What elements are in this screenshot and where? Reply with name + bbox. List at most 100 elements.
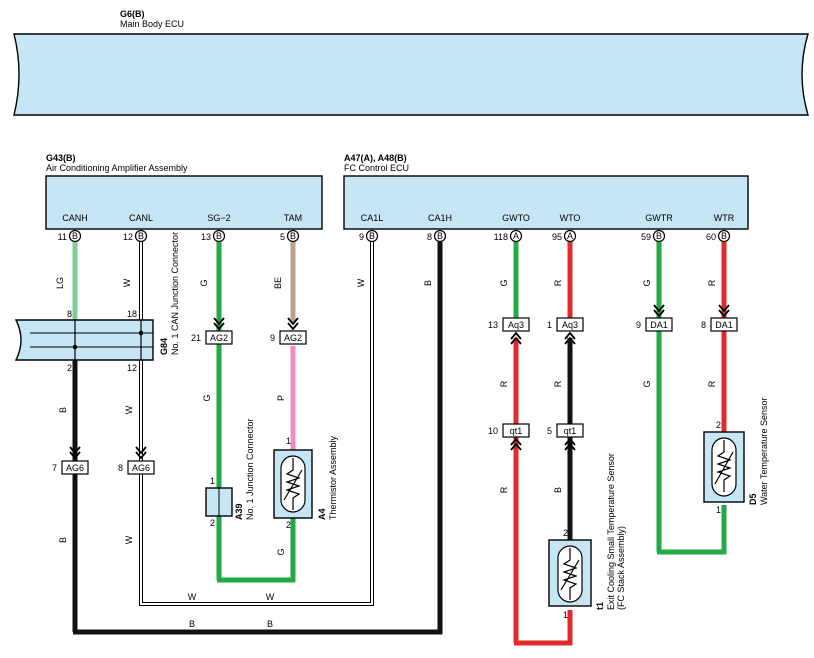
pin-circle-ca1h (433, 229, 447, 243)
wc-gwto-g: G (499, 279, 509, 286)
t1-name: Exit Cooling Small Temperature Sensor (606, 453, 616, 610)
a4-pin-top: 1 (286, 436, 291, 446)
ag6-right-box (127, 460, 155, 475)
ac-amp-terminals: CANH CANL SG−2 TAM 11 B 12 B 13 B 5 B (58, 213, 302, 243)
pin-circle-gwtr (652, 229, 666, 243)
fc-ecu-name: FC Control ECU (344, 163, 409, 173)
main-body-ecu-code: G6(B) (120, 9, 145, 19)
a39-pin-top: 1 (210, 476, 215, 486)
d5-name: Water Temperature Sensor (759, 397, 769, 505)
d5-pin-top: 2 (716, 420, 721, 430)
aq3-left-label: Aq3 (508, 320, 524, 330)
qt1-left-box (502, 423, 530, 438)
da1-left-label: DA1 (650, 320, 668, 330)
pin-circle-wto (563, 229, 577, 243)
a4-name: Thermistor Assembly (328, 435, 338, 520)
terminal-ca1h: CA1H (428, 213, 452, 223)
ac-amp-box (45, 175, 323, 230)
g84-pin-12: 12 (127, 363, 137, 373)
wc-lg: LG (55, 277, 65, 289)
wc-wtr-r-mid: R (707, 380, 717, 387)
a4-component: 1 2 A4 Thermistor Assembly (273, 435, 338, 530)
ag2-right-pin: 9 (270, 333, 275, 343)
wc-bottom-w-2: W (266, 592, 275, 602)
main-body-ecu-box (13, 33, 809, 116)
a39-name: No. 1 Junction Connector (245, 418, 255, 520)
da1-right-pin: 8 (701, 320, 706, 330)
wc-wto-r: R (553, 279, 563, 286)
wc-bottom-b-1: B (189, 619, 195, 629)
g84-junction: 8 18 2 12 G84 No. 1 CAN Junction Connect… (14, 232, 180, 373)
aq3-left-pin: 13 (488, 320, 498, 330)
conn-sg2: B (216, 231, 222, 241)
wc-a4-g: G (276, 548, 286, 555)
t1-name-2: (FC Stack Assembly) (616, 526, 626, 610)
terminal-sg2: SG−2 (207, 213, 230, 223)
inline-connectors: AG2 21 AG2 9 AG6 7 AG6 8 Aq3 13 Aq3 1 DA… (52, 304, 738, 475)
wc-wto-b-low: B (553, 487, 563, 493)
wire-color-labels: LG W G BE W B G R G R B W G P R R G R R … (55, 277, 717, 629)
a4-code: A4 (317, 508, 327, 520)
conn-tam: B (290, 231, 296, 241)
d5-pin-bottom: 1 (716, 505, 721, 515)
pin-circle-canl (134, 229, 148, 243)
da1-left-pin: 9 (636, 320, 641, 330)
t1-pin-bottom: 1 (563, 610, 568, 620)
conn-canh: B (72, 231, 78, 241)
d5-component: 2 1 D5 Water Temperature Sensor (703, 397, 769, 515)
conn-wtr: B (721, 231, 727, 241)
terminal-wto: WTO (560, 213, 581, 223)
conn-ca1l: B (369, 231, 375, 241)
terminal-canh: CANH (62, 213, 88, 223)
ag6-right-label: AG6 (132, 463, 150, 473)
thermistor-icon (283, 458, 303, 510)
ac-amp-name: Air Conditioning Amplifier Assembly (46, 163, 188, 173)
pin-circle-ca1l (365, 229, 379, 243)
pin-circle-canh (68, 229, 82, 243)
sensor-t1-icon (560, 548, 580, 600)
aq3-left-box (502, 317, 530, 332)
terminal-tam: TAM (284, 213, 302, 223)
wc-tam-p: P (276, 395, 286, 401)
pin-canh: 11 (58, 232, 67, 242)
t1-code: t1 (595, 602, 605, 610)
wc-gwtr-g: G (642, 279, 652, 286)
t1-component: 2 1 t1 Exit Cooling Small Temperature Se… (548, 453, 626, 620)
terminal-wtr: WTR (714, 213, 735, 223)
aq3-right-label: Aq3 (562, 320, 578, 330)
t1-pin-top: 2 (563, 528, 568, 538)
pin-wtr: 60 (706, 232, 716, 242)
terminal-gwto: GWTO (502, 213, 530, 223)
wc-bottom-w-1: W (188, 592, 197, 602)
ag6-left-box (61, 460, 89, 475)
wc-wtr-r: R (707, 279, 717, 286)
ag2-left-box (205, 330, 233, 345)
qt1-left-label: qt1 (510, 426, 523, 436)
da1-right-box (710, 317, 738, 332)
ag2-left-label: AG2 (210, 333, 228, 343)
g84-code: G84 (159, 338, 169, 355)
pin-wto: 95 (552, 232, 562, 242)
pin-circle-tam (286, 229, 300, 243)
aq3-right-box (556, 317, 584, 332)
fc-ecu-code: A47(A), A48(B) (344, 153, 407, 163)
wc-canh-b-mid: B (58, 407, 68, 413)
ag6-left-pin: 7 (52, 463, 57, 473)
fc-ecu-box (343, 175, 749, 230)
wc-ca1l-w: W (356, 278, 366, 287)
terminal-canl: CANL (129, 213, 153, 223)
ag2-left-pin: 21 (191, 333, 201, 343)
pin-ca1l: 9 (359, 232, 364, 242)
g84-box (14, 319, 154, 361)
aq3-right-pin: 1 (547, 320, 552, 330)
g84-pin-8: 8 (67, 309, 72, 319)
pin-sg2: 13 (201, 232, 211, 242)
pin-circle-wtr (717, 229, 731, 243)
conn-gwto: A (513, 231, 519, 241)
a39-pin-bottom: 2 (210, 518, 215, 528)
terminal-ca1l: CA1L (361, 213, 384, 223)
fc-ecu-terminals: CA1L CA1H GWTO WTO GWTR WTR 9 B 8 B 118 … (359, 213, 735, 243)
g84-pin-18: 18 (127, 309, 137, 319)
terminal-gwtr: GWTR (645, 213, 673, 223)
wc-gwtr-g-mid: G (642, 380, 652, 387)
